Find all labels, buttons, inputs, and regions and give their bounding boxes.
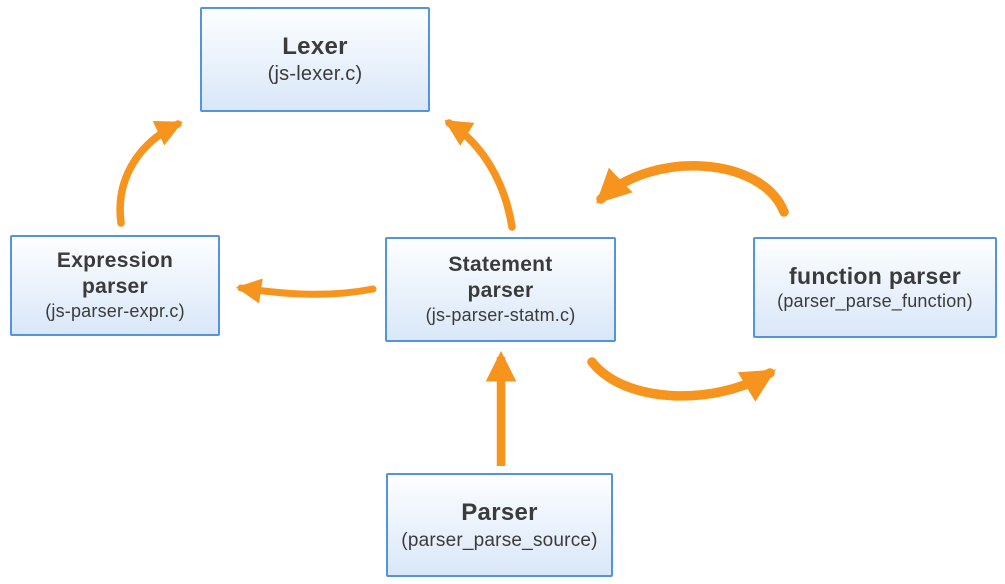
node-function-parser: function parser (parser_parse_function) <box>753 237 997 338</box>
node-parser-title: Parser <box>461 499 538 527</box>
node-lexer-subtitle: (js-lexer.c) <box>267 63 363 86</box>
node-parser: Parser (parser_parse_source) <box>386 473 613 577</box>
node-function-parser-title: function parser <box>789 263 961 289</box>
node-statement-parser: Statement parser (js-parser-statm.c) <box>385 237 616 342</box>
node-statement-parser-subtitle: (js-parser-statm.c) <box>425 304 576 325</box>
node-expression-parser-title-line2: parser <box>81 275 148 299</box>
node-lexer: Lexer (js-lexer.c) <box>200 7 430 112</box>
node-expression-parser-title-line1: Expression <box>56 249 174 273</box>
node-statement-parser-title-line1: Statement <box>448 253 553 277</box>
arrow-statement-parser-to-function-parser <box>587 357 776 402</box>
node-lexer-title: Lexer <box>282 33 348 61</box>
arrow-statement-parser-to-expression-parser <box>236 278 377 304</box>
node-function-parser-subtitle: (parser_parse_function) <box>777 291 973 312</box>
node-expression-parser: Expression parser (js-parser-expr.c) <box>10 235 220 336</box>
node-parser-subtitle: (parser_parse_source) <box>401 529 598 551</box>
node-statement-parser-title-line2: parser <box>467 279 534 303</box>
node-expression-parser-subtitle: (js-parser-expr.c) <box>45 300 185 321</box>
arrow-statement-parser-to-lexer <box>444 119 516 231</box>
arrow-function-parser-to-statement-parser <box>596 161 789 217</box>
arrow-expression-parser-to-lexer <box>116 120 183 227</box>
